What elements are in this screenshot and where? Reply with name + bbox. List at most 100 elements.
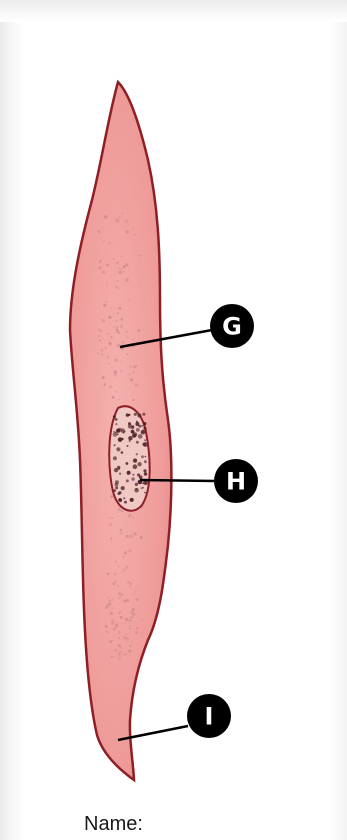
cytoplasm-granule xyxy=(115,320,117,322)
cytoplasm-granule xyxy=(112,396,115,399)
cytoplasm-granule xyxy=(130,617,132,619)
cytoplasm-granule xyxy=(120,597,121,598)
cytoplasm-granule xyxy=(112,599,114,601)
cytoplasm-granule xyxy=(99,330,101,332)
cytoplasm-granule xyxy=(101,333,102,334)
chromatin-granule xyxy=(144,439,146,441)
marker-g: G xyxy=(210,304,254,348)
cytoplasm-granule xyxy=(115,359,116,360)
cytoplasm-granule xyxy=(106,631,109,634)
cytoplasm-granule xyxy=(133,361,134,362)
marker-i: I xyxy=(187,694,231,738)
cytoplasm-granule xyxy=(129,582,130,583)
cytoplasm-granule xyxy=(105,625,108,628)
cytoplasm-granule xyxy=(133,371,135,373)
cytoplasm-granule xyxy=(106,264,109,267)
cytoplasm-granule xyxy=(123,654,124,655)
chromatin-granule xyxy=(138,434,143,439)
cytoplasm-granule xyxy=(104,347,106,349)
cytoplasm-granule xyxy=(115,329,118,332)
cytoplasm-granule xyxy=(102,271,105,274)
cytoplasm-granule xyxy=(118,399,119,400)
cytoplasm-granule xyxy=(136,627,138,629)
chromatin-granule xyxy=(113,456,117,460)
chromatin-granule xyxy=(119,473,121,475)
cytoplasm-granule xyxy=(116,624,119,627)
cytoplasm-granule xyxy=(115,359,118,362)
cytoplasm-granule xyxy=(128,374,130,376)
chromatin-granule xyxy=(144,472,148,476)
cytoplasm-granule xyxy=(140,536,143,539)
marker-i-letter: I xyxy=(205,703,214,731)
cytoplasm-granule xyxy=(117,512,118,513)
chromatin-granule xyxy=(133,459,137,463)
cytoplasm-granule xyxy=(116,326,118,328)
cytoplasm-granule xyxy=(122,314,123,315)
chromatin-granule xyxy=(144,492,146,494)
cytoplasm-granule xyxy=(101,354,103,356)
cytoplasm-granule xyxy=(112,582,115,585)
cytoplasm-granule xyxy=(105,301,107,303)
cytoplasm-granule xyxy=(117,344,120,347)
chromatin-granule xyxy=(127,471,131,475)
cytoplasm-granule xyxy=(110,656,112,658)
cytoplasm-granule xyxy=(100,259,102,261)
name-caption: Name: xyxy=(84,812,143,836)
cytoplasm-granule xyxy=(128,549,131,552)
cytoplasm-granule xyxy=(120,532,123,535)
cytoplasm-granule xyxy=(129,365,131,367)
cytoplasm-granule xyxy=(113,628,116,631)
chromatin-granule xyxy=(116,447,120,451)
chromatin-granule xyxy=(144,460,147,463)
cytoplasm-granule xyxy=(126,331,128,333)
chromatin-granule xyxy=(132,474,134,476)
cytoplasm-granule xyxy=(113,656,115,658)
cytoplasm-granule xyxy=(112,607,114,609)
chromatin-granule xyxy=(121,451,124,454)
cytoplasm-granule xyxy=(120,616,123,619)
cytoplasm-granule xyxy=(119,288,120,289)
cytoplasm-granule xyxy=(101,319,103,321)
cytoplasm-granule xyxy=(115,286,118,289)
cytoplasm-granule xyxy=(115,562,116,563)
cytoplasm-granule xyxy=(121,510,124,513)
cytoplasm-granule xyxy=(99,266,102,269)
cytoplasm-granule xyxy=(118,566,119,567)
cytoplasm-granule xyxy=(114,370,118,374)
marker-h: H xyxy=(214,459,258,503)
cytoplasm-granule xyxy=(123,569,126,572)
cytoplasm-granule xyxy=(99,261,101,263)
cytoplasm-granule xyxy=(126,353,128,355)
cytoplasm-granule xyxy=(98,230,101,233)
cytoplasm-granule xyxy=(132,640,133,641)
cytoplasm-granule xyxy=(117,622,119,624)
cytoplasm-granule xyxy=(107,597,109,599)
cytoplasm-granule xyxy=(105,606,108,609)
cytoplasm-granule xyxy=(118,271,121,274)
cytoplasm-granule xyxy=(132,399,134,401)
cytoplasm-granule xyxy=(126,599,129,602)
cytoplasm-granule xyxy=(120,325,123,328)
cytoplasm-granule xyxy=(110,336,113,339)
chromatin-granule xyxy=(134,413,137,416)
cytoplasm-granule xyxy=(115,581,117,583)
cytoplasm-granule xyxy=(118,657,121,660)
cytoplasm-granule xyxy=(127,581,129,583)
marker-g-letter: G xyxy=(222,313,242,341)
chromatin-granule xyxy=(121,438,123,440)
cytoplasm-granule xyxy=(105,215,106,216)
cytoplasm-granule xyxy=(126,654,127,655)
cytoplasm-granule xyxy=(133,339,135,341)
cytoplasm-granule xyxy=(123,271,124,272)
cytoplasm-granule xyxy=(117,280,118,281)
cytoplasm-granule xyxy=(122,599,124,601)
cytoplasm-granule xyxy=(98,335,101,338)
chromatin-granule xyxy=(118,428,122,432)
cytoplasm-granule xyxy=(97,353,99,355)
cytoplasm-granule xyxy=(108,363,110,365)
cytoplasm-granule xyxy=(130,535,133,538)
chromatin-granule xyxy=(141,425,143,427)
cytoplasm-granule xyxy=(118,598,120,600)
